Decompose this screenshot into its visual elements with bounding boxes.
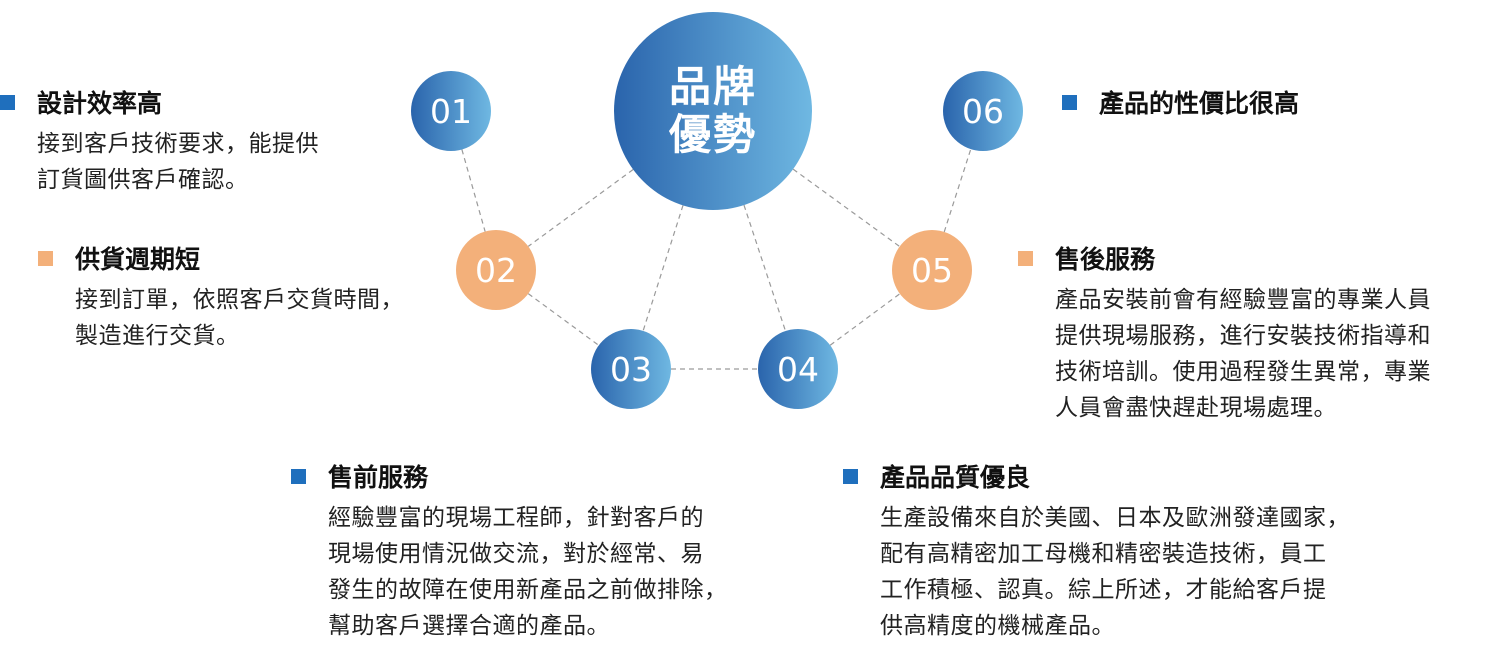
block-03-title: 售前服務 [328, 463, 429, 492]
block-03: 售前服務 經驗豐富的現場工程師，針對客戶的 現場使用情況做交流，對於經常、易 發… [291, 458, 728, 644]
node-06: 06 [943, 71, 1023, 151]
node-05-label: 05 [911, 250, 953, 290]
connector-line [743, 204, 787, 332]
node-02-label: 02 [475, 250, 517, 290]
block-03-line: 現場使用情況做交流，對於經常、易 [328, 541, 704, 567]
connector-line [527, 293, 600, 346]
square-bullet-icon [1062, 94, 1077, 110]
block-05-line: 提供現場服務，進行安裝技術指導和 [1055, 323, 1431, 349]
block-06-title: 產品的性價比很高 [1099, 89, 1300, 118]
block-05: 售後服務 產品安裝前會有經驗豐富的專業人員 提供現場服務，進行安裝技術指導和 技… [1018, 240, 1431, 426]
block-05-line: 技術培訓。使用過程發生異常，專業 [1055, 359, 1431, 385]
connector-line [792, 168, 900, 247]
node-04: 04 [758, 329, 838, 409]
connector-line [527, 169, 634, 247]
node-01: 01 [411, 71, 491, 151]
block-01-line: 接到客戶技術要求，能提供 [37, 131, 319, 157]
connector-line [642, 205, 684, 332]
connector-line [461, 149, 486, 232]
square-bullet-icon [843, 468, 858, 484]
block-05-line: 人員會盡快趕赴現場處理。 [1055, 395, 1337, 421]
square-bullet-icon [1018, 250, 1033, 266]
block-04-line: 配有高精密加工母機和精密裝造技術，員工 [880, 541, 1327, 567]
square-bullet-icon [0, 94, 15, 110]
square-bullet-icon [291, 468, 306, 484]
node-03-label: 03 [610, 349, 652, 389]
node-06-label: 06 [962, 91, 1004, 131]
node-01-label: 01 [430, 91, 472, 131]
connector-line [943, 148, 972, 233]
block-05-title: 售後服務 [1055, 245, 1156, 274]
block-01: 設計效率高 接到客戶技術要求，能提供 訂貨圖供客戶確認。 [0, 84, 319, 198]
block-03-line: 經驗豐富的現場工程師，針對客戶的 [328, 505, 704, 531]
block-01-title: 設計效率高 [37, 89, 163, 118]
hub-title-line-1: 品牌 [668, 62, 757, 111]
block-03-line: 幫助客戶選擇合適的產品。 [328, 613, 610, 639]
node-02: 02 [456, 230, 536, 310]
block-03-line: 發生的故障在使用新產品之前做排除， [328, 577, 728, 603]
block-04: 產品品質優良 生產設備來自於美國、日本及歐洲發達國家， 配有高精密加工母機和精密… [843, 458, 1350, 644]
block-04-title: 產品品質優良 [880, 463, 1031, 492]
block-04-line: 供高精度的機械產品。 [880, 613, 1115, 639]
block-01-line: 訂貨圖供客戶確認。 [37, 167, 249, 193]
node-05: 05 [892, 230, 972, 310]
block-04-line: 工作積極、認真。綜上所述，才能給客戶提 [880, 577, 1327, 603]
block-02-line: 製造進行交貨。 [75, 323, 240, 349]
block-06: 產品的性價比很高 [1062, 84, 1299, 120]
block-02-line: 接到訂單，依照客戶交貨時間， [75, 287, 404, 313]
node-03: 03 [591, 329, 671, 409]
node-04-label: 04 [777, 349, 819, 389]
block-04-line: 生產設備來自於美國、日本及歐洲發達國家， [880, 505, 1350, 531]
block-02-title: 供貨週期短 [75, 245, 201, 274]
hub-circle: 品牌 優勢 [614, 12, 812, 210]
connector-line [829, 293, 901, 346]
square-bullet-icon [38, 250, 53, 266]
block-02: 供貨週期短 接到訂單，依照客戶交貨時間， 製造進行交貨。 [38, 240, 404, 354]
block-05-line: 產品安裝前會有經驗豐富的專業人員 [1055, 287, 1431, 313]
hub-title-line-2: 優勢 [668, 110, 757, 159]
